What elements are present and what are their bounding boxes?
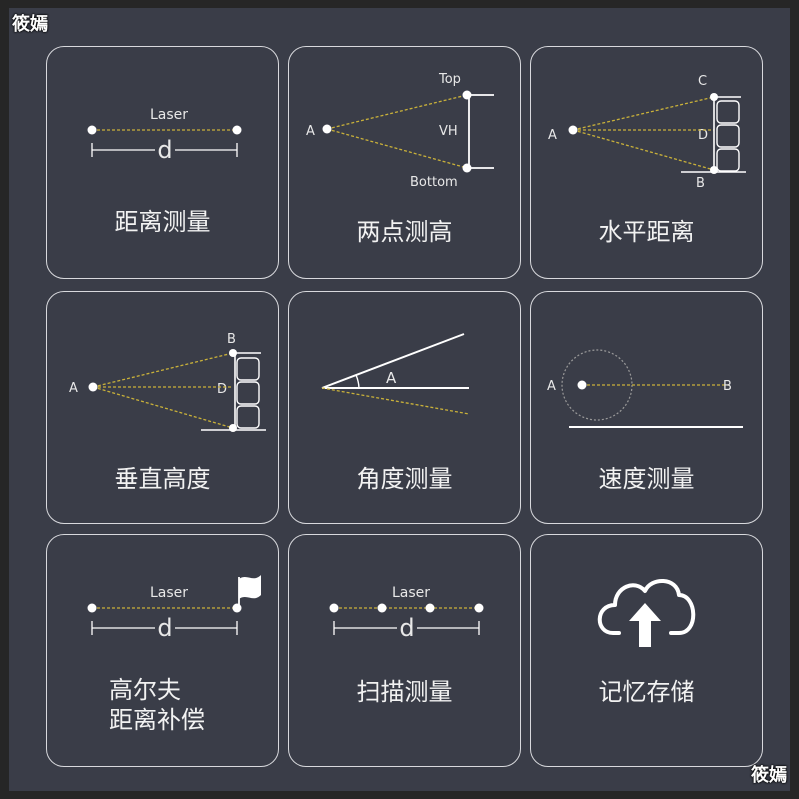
point-a-label: A <box>547 379 556 394</box>
distance-diagram: Laser d <box>87 107 242 164</box>
tile-golf-distance-compensation[interactable]: Laser d 高尔夫 距离补偿 <box>46 534 279 767</box>
watermark-bottom-right: 筱嫣 <box>751 765 787 786</box>
tile-label: 扫描测量 <box>356 678 453 706</box>
point-d-label: D <box>698 128 708 143</box>
watermark-top-left: 筱嫣 <box>12 14 48 35</box>
tile-memory-storage[interactable]: 记忆存储 <box>530 534 763 767</box>
tile-distance-measure[interactable]: Laser d 距离测量 <box>46 46 279 279</box>
flag-icon <box>239 575 261 599</box>
top-label: Top <box>438 72 461 87</box>
tile-label: 速度测量 <box>598 465 695 493</box>
tile-label: 垂直高度 <box>114 465 211 493</box>
tile-two-point-height[interactable]: A Top VH Bottom 两点测高 <box>288 46 521 279</box>
laser-label: Laser <box>150 107 188 123</box>
point-c-label: C <box>698 74 707 89</box>
vh-label: VH <box>439 124 458 139</box>
point-b-label: B <box>227 332 236 347</box>
point-b-label: B <box>696 176 705 191</box>
scan-diagram: Laser d <box>329 585 484 642</box>
tile-vertical-height[interactable]: A B D 垂直高度 <box>46 291 279 524</box>
golf-diagram: Laser d <box>87 575 261 642</box>
laser-label: Laser <box>392 585 430 601</box>
tile-speed-measure[interactable]: A B 速度测量 <box>530 291 763 524</box>
angle-a-label: A <box>386 369 397 387</box>
angle-diagram: A <box>321 333 470 415</box>
point-d-label: D <box>217 382 227 397</box>
point-a-label: A <box>306 124 315 139</box>
point-a-label: A <box>69 381 78 396</box>
tile-label-line2: 距离补偿 <box>109 706 205 734</box>
d-label: d <box>157 136 172 164</box>
tile-angle-measure[interactable]: A 角度测量 <box>288 291 521 524</box>
tile-scan-measure[interactable]: Laser d 扫描测量 <box>288 534 521 767</box>
point-b-label: B <box>723 379 732 394</box>
d-label: d <box>157 614 172 642</box>
point-a-label: A <box>548 128 557 143</box>
speed-diagram: A B <box>547 349 743 428</box>
tile-label: 记忆存储 <box>598 678 695 706</box>
cloud-upload-icon <box>597 579 696 647</box>
tile-label: 角度测量 <box>356 465 453 493</box>
tile-label: 水平距离 <box>598 218 695 246</box>
tile-label: 距离测量 <box>114 208 211 236</box>
horizontal-distance-diagram: A C D B <box>548 74 746 191</box>
vertical-height-diagram: A B D <box>69 332 266 432</box>
tile-label-line1: 高尔夫 <box>109 676 181 704</box>
laser-label: Laser <box>150 585 188 601</box>
tile-horizontal-distance[interactable]: A C D B 水平距离 <box>530 46 763 279</box>
app-panel: Laser d 距离测量 A Top VH Bottom 两点测 <box>9 8 790 791</box>
two-point-height-diagram: A Top VH Bottom <box>306 72 494 190</box>
tile-label: 两点测高 <box>356 218 453 246</box>
bottom-label: Bottom <box>410 175 458 190</box>
d-label: d <box>399 614 414 642</box>
